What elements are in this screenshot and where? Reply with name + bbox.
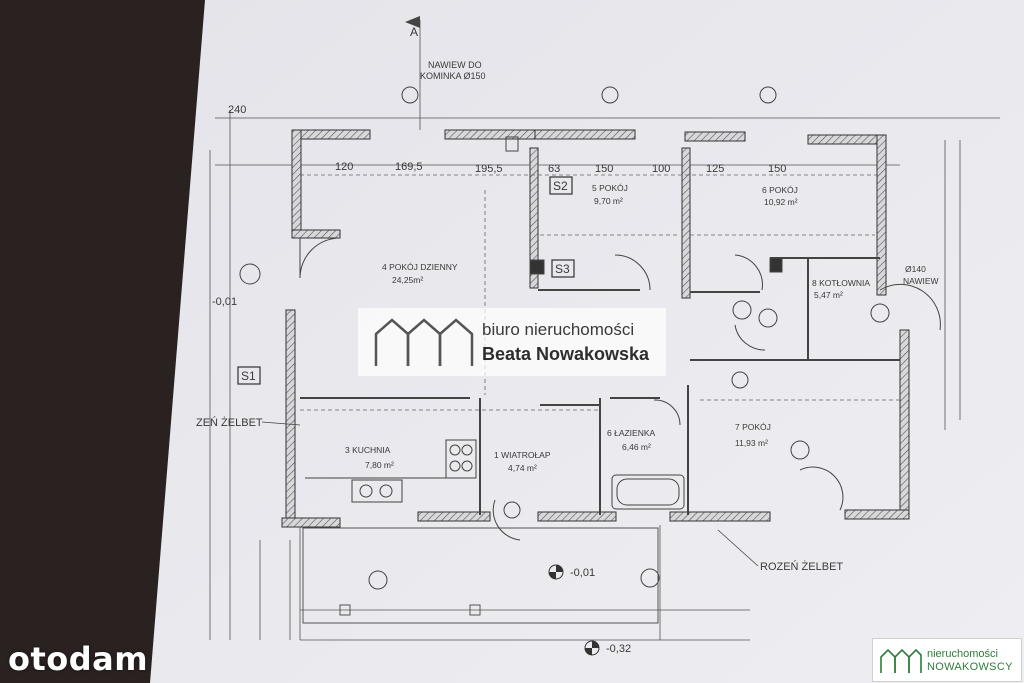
dim-top-9: 150 bbox=[768, 163, 786, 175]
dim-top-8: 125 bbox=[706, 163, 724, 175]
level-mark-1: -0,01 bbox=[570, 567, 595, 579]
room-5: 5 POKÓJ bbox=[592, 183, 628, 193]
room-6: 6 POKÓJ bbox=[762, 185, 798, 195]
houses-badge-icon bbox=[880, 648, 922, 673]
badge-line-1: nieruchomości bbox=[927, 648, 998, 660]
room-bathroom: 6 ŁAZIENKA bbox=[607, 428, 656, 438]
houses-logo-icon bbox=[374, 318, 474, 366]
level-mark-3: -0,01 bbox=[212, 296, 237, 308]
inlet-diameter: Ø140 bbox=[905, 264, 926, 274]
watermark-line-2: Beata Nowakowska bbox=[482, 344, 650, 364]
room-6-area: 10,92 m² bbox=[764, 197, 798, 207]
dim-top-6: 150 bbox=[595, 163, 613, 175]
level-mark-2: -0,32 bbox=[606, 643, 631, 655]
agency-watermark: biuro nieruchomości Beata Nowakowska bbox=[358, 308, 666, 376]
room-boiler-area: 5,47 m² bbox=[814, 290, 843, 300]
room-living-area: 24,25m² bbox=[392, 275, 423, 285]
agency-badge: nieruchomości NOWAKOWSCY bbox=[872, 638, 1022, 682]
room-7-area: 11,93 m² bbox=[735, 438, 768, 448]
room-living: 4 POKÓJ DZIENNY bbox=[382, 262, 458, 272]
room-boiler: 8 KOTŁOWNIA bbox=[812, 278, 870, 288]
room-kitchen-area: 7,80 m² bbox=[365, 460, 394, 470]
room-5-area: 9,70 m² bbox=[594, 196, 623, 206]
dim-top-2: 120 bbox=[335, 161, 353, 173]
dim-top-4: 195,5 bbox=[475, 163, 503, 175]
section-marker-a: A bbox=[410, 25, 418, 39]
beam-right-label: ROZEŃ ŻELBET bbox=[760, 560, 843, 573]
vent-s2: S2 bbox=[553, 179, 568, 193]
dim-top-5: 63 bbox=[548, 163, 560, 175]
inlet-label: NAWIEW bbox=[903, 276, 939, 286]
dim-top-3: 169,5 bbox=[395, 161, 423, 173]
dim-top-1: 240 bbox=[228, 104, 246, 116]
room-windbreak-area: 4,74 m² bbox=[508, 463, 537, 473]
vent-s3: S3 bbox=[555, 262, 570, 276]
beam-left-label: ZEŃ ŻELBET bbox=[196, 416, 263, 429]
room-windbreak: 1 WIATROŁAP bbox=[494, 450, 551, 460]
otodam-logo: otodam bbox=[8, 640, 149, 678]
flue-note-2: KOMINKA Ø150 bbox=[420, 71, 486, 81]
room-bathroom-area: 6,46 m² bbox=[622, 442, 651, 452]
flue-note-1: NAWIEW DO bbox=[428, 60, 482, 70]
dim-top-7: 100 bbox=[652, 163, 670, 175]
room-kitchen: 3 KUCHNIA bbox=[345, 445, 391, 455]
room-7: 7 POKÓJ bbox=[735, 422, 771, 432]
vent-s1: S1 bbox=[241, 369, 256, 383]
badge-line-2: NOWAKOWSCY bbox=[927, 661, 1013, 673]
watermark-line-1: biuro nieruchomości bbox=[482, 320, 635, 339]
